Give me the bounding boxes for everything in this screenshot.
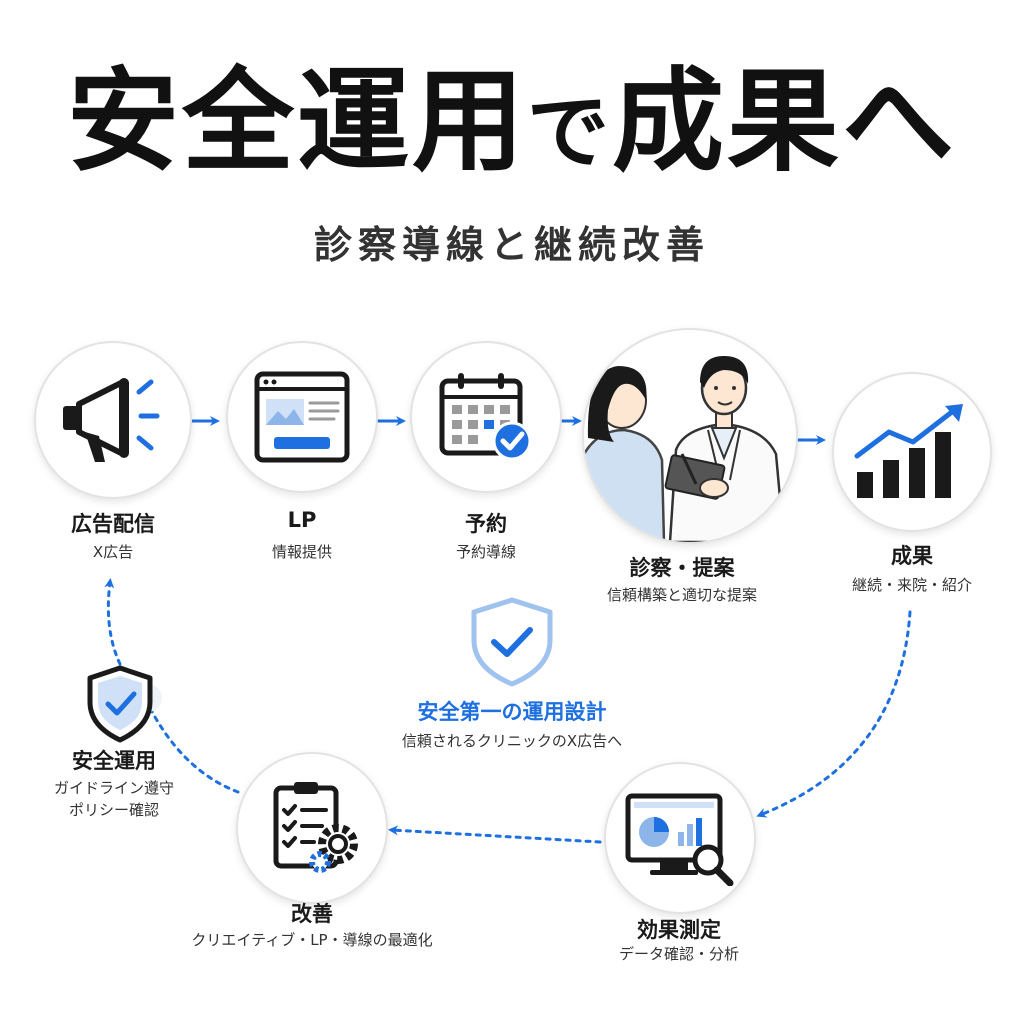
step-measurement-desc: データ確認・分析 <box>618 945 739 963</box>
arrow-result-to-measurement <box>756 610 912 818</box>
step-safety-desc-line1: ガイドライン遵守 <box>53 779 174 797</box>
growth-chart-icon <box>854 404 963 498</box>
step-ad-desc: X広告 <box>92 543 134 561</box>
step-measurement-circle <box>604 762 756 914</box>
title-part-3: 成果へ <box>612 57 957 187</box>
step-booking-title: 予約 <box>465 512 507 536</box>
step-ad-circle <box>34 341 192 499</box>
step-result-desc: 継続・来院・紹介 <box>851 576 972 594</box>
step-consultation-circle <box>582 328 798 544</box>
step-improvement-desc: クリエイティブ・LP・導線の最適化 <box>191 931 433 949</box>
step-result-title: 成果 <box>891 544 933 568</box>
title-part-1: 安全運用 <box>66 57 527 187</box>
step-result-circle <box>832 372 992 532</box>
center-shield-icon <box>471 597 553 687</box>
shield-check-icon <box>87 665 162 743</box>
step-measurement-title: 効果測定 <box>637 918 721 942</box>
title-part-2: で <box>526 85 612 180</box>
step-improvement-title: 改善 <box>291 902 333 926</box>
webpage-icon <box>254 371 350 463</box>
megaphone-icon <box>63 378 160 462</box>
step-lp-circle <box>226 341 378 493</box>
checklist-gear-icon <box>273 782 358 873</box>
step-improvement-circle <box>236 752 388 904</box>
arrow-safety-to-ad <box>104 578 122 666</box>
calendar-check-icon <box>439 373 532 461</box>
arrow-improvement-to-safety <box>144 698 240 794</box>
doctor-patient-illustration <box>584 356 786 542</box>
step-ad-title: 広告配信 <box>71 512 155 536</box>
center-title: 安全第一の運用設計 <box>417 700 607 724</box>
step-booking-desc: 予約導線 <box>455 543 516 561</box>
step-booking-circle <box>410 341 562 493</box>
step-consultation-title: 診察・提案 <box>629 556 735 580</box>
page-subtitle: 診察導線と継続改善 <box>313 223 710 267</box>
step-safety-desc-line2: ポリシー確認 <box>68 801 159 819</box>
arrow-measurement-to-improvement <box>388 825 602 844</box>
center-desc: 信頼されるクリニックのX広告へ <box>401 732 623 750</box>
step-lp-desc: 情報提供 <box>271 543 332 561</box>
analytics-monitor-icon <box>625 793 734 886</box>
page-title: 安全運用で成果へ <box>0 66 1024 178</box>
step-safety-title: 安全運用 <box>72 749 156 773</box>
step-consultation-desc: 信頼構築と適切な提案 <box>606 586 757 604</box>
step-lp-title: LP <box>287 508 317 532</box>
